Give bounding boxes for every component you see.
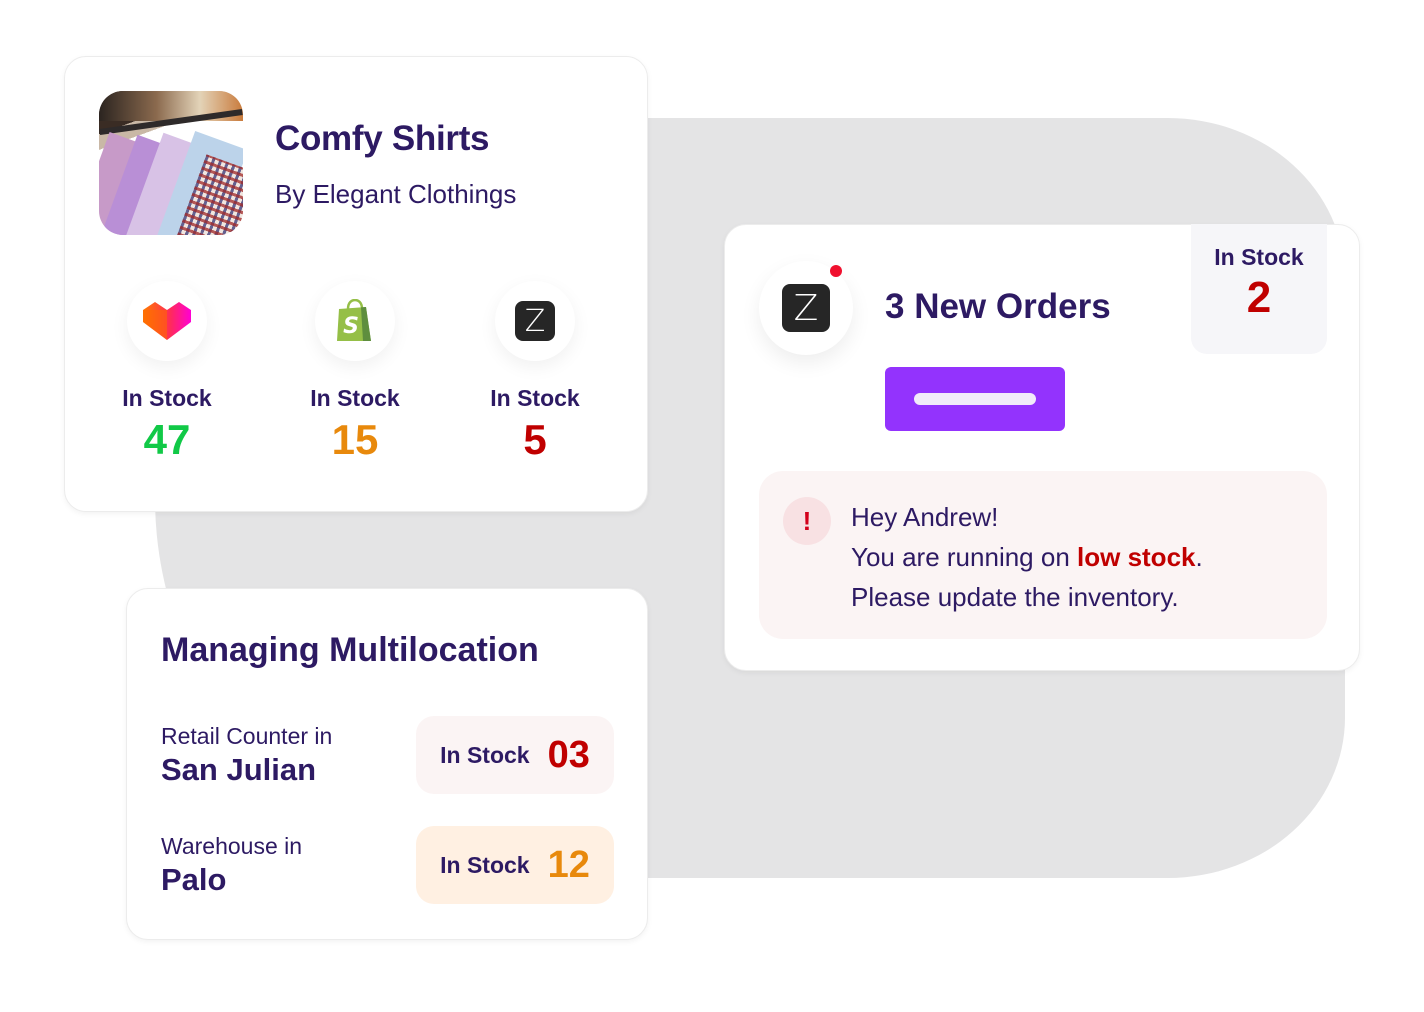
multilocation-card: Managing Multilocation Retail Counter in… — [126, 588, 648, 940]
location-stock-badge: In Stock 12 — [416, 826, 614, 904]
stock-label: In Stock — [490, 385, 580, 411]
zalora-logo-icon: Z — [515, 301, 555, 341]
stock-count: 15 — [331, 416, 379, 463]
lazada-logo-icon — [127, 281, 207, 361]
exclamation-icon: ! — [783, 497, 831, 545]
button-label-placeholder — [914, 393, 1036, 405]
product-card: Comfy Shirts By Elegant Clothings In Sto… — [64, 56, 648, 512]
stock-count: 12 — [547, 843, 590, 886]
product-vendor: By Elegant Clothings — [275, 179, 517, 209]
stock-count: 47 — [143, 416, 191, 463]
stock-label: In Stock — [122, 385, 212, 411]
product-image — [99, 91, 243, 235]
location-san-julian: Retail Counter in San Julian — [161, 723, 332, 788]
stock-count: 03 — [547, 733, 590, 776]
notification-dot-icon — [830, 265, 842, 277]
low-stock-highlight: low stock — [1077, 542, 1196, 572]
view-orders-button[interactable] — [885, 367, 1065, 431]
stock-label: In Stock — [310, 385, 400, 411]
alert-line-3: Please update the inventory. — [851, 582, 1179, 612]
stock-count: 2 — [1246, 273, 1272, 322]
location-type: Warehouse in — [161, 833, 303, 859]
zalora-logo-icon: Z — [782, 284, 830, 332]
channel-shopify[interactable]: S In Stock 15 — [295, 281, 415, 464]
stock-label: In Stock — [1214, 244, 1304, 270]
channel-lazada[interactable]: In Stock 47 — [107, 281, 227, 464]
location-stock-badge: In Stock 03 — [416, 716, 614, 794]
location-type: Retail Counter in — [161, 723, 333, 749]
alert-line-2: You are running on low stock. — [851, 542, 1203, 572]
location-name: San Julian — [161, 752, 317, 787]
alert-greeting: Hey Andrew! — [851, 502, 999, 532]
product-title: Comfy Shirts — [275, 119, 490, 158]
alert-message: Hey Andrew! You are running on low stock… — [851, 497, 1203, 617]
orders-title: 3 New Orders — [885, 287, 1111, 326]
stock-count: 5 — [523, 416, 547, 463]
location-palo: Warehouse in Palo — [161, 833, 302, 898]
svg-text:S: S — [343, 314, 359, 339]
channel-zalora[interactable]: Z In Stock 5 — [475, 281, 595, 464]
stock-badge: In Stock 2 — [1191, 224, 1327, 354]
stock-label: In Stock — [440, 741, 530, 768]
shopify-logo-icon: S — [315, 281, 395, 361]
stock-label: In Stock — [440, 851, 530, 878]
low-stock-alert: ! Hey Andrew! You are running on low sto… — [759, 471, 1327, 639]
new-orders-card: Z 3 New Orders In Stock 2 ! Hey Andrew! … — [724, 224, 1360, 671]
location-name: Palo — [161, 862, 227, 897]
multilocation-title: Managing Multilocation — [161, 631, 539, 669]
